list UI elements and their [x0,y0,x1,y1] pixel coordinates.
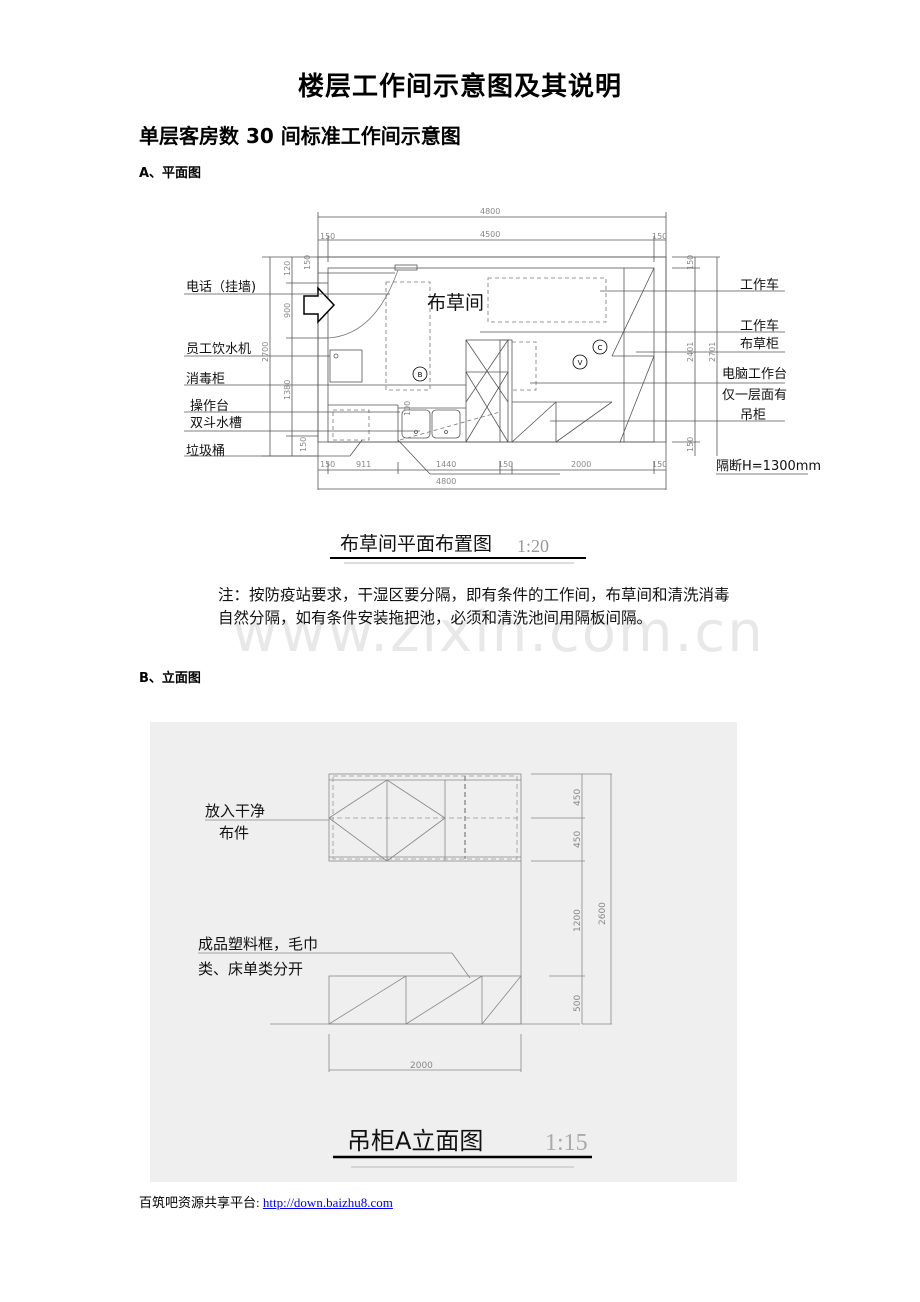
svg-text:900: 900 [283,303,292,318]
svg-text:150: 150 [320,460,335,469]
floor-plan-drawing: 布草间 B V C 120 150 900 2700 1380 150 100 [184,207,821,490]
svg-text:B: B [418,371,423,379]
svg-text:操作台: 操作台 [190,398,229,414]
page-title: 楼层工作间示意图及其说明 [297,72,622,102]
svg-text:电脑工作台: 电脑工作台 [722,367,787,382]
svg-text:1:20: 1:20 [517,536,549,556]
watermark: www.zixin.com.cn [232,600,765,665]
footer-link[interactable]: http://down.baizhu8.com [262,1195,393,1210]
svg-text:150: 150 [652,232,667,241]
svg-text:2000: 2000 [571,460,591,469]
svg-text:450: 450 [573,831,583,848]
svg-text:布件: 布件 [219,824,249,842]
svg-text:450: 450 [573,789,583,806]
svg-text:布草间平面布置图: 布草间平面布置图 [340,533,492,555]
svg-text:120: 120 [283,261,292,276]
svg-text:消毒柜: 消毒柜 [186,372,225,387]
footer-label: 百筑吧资源共享平台: [139,1195,260,1210]
svg-text:成品塑料框，毛巾: 成品塑料框，毛巾 [198,935,318,953]
svg-text:911: 911 [356,460,371,469]
svg-text:C: C [598,344,603,352]
note-paragraph: 注：按防疫站要求，干湿区要分隔，即有条件的工作间，布草间和清洗消毒自然分隔，如有… [218,586,730,627]
elevation-drawing: 450 450 1200 500 2600 2000 放入干净 布件 成品塑料框… [198,773,612,1168]
svg-text:2700: 2700 [261,342,270,362]
svg-text:1:15: 1:15 [545,1130,588,1156]
plan-caption: 布草间平面布置图 1:20 [330,533,586,564]
svg-text:1380: 1380 [283,380,292,400]
svg-text:员工饮水机: 员工饮水机 [186,342,251,357]
entry-arrow-icon [303,286,336,324]
svg-text:2000: 2000 [410,1061,433,1071]
svg-text:150: 150 [498,460,513,469]
svg-text:1200: 1200 [573,909,583,932]
svg-text:仅一层面有: 仅一层面有 [722,388,787,403]
section-a-heading: A、平面图 [139,166,202,181]
svg-text:2600: 2600 [598,902,608,925]
svg-text:工作车: 工作车 [740,277,779,293]
svg-text:4800: 4800 [436,477,456,486]
svg-text:隔断H=1300mm: 隔断H=1300mm [716,459,821,474]
svg-text:150: 150 [320,232,335,241]
svg-text:150: 150 [652,460,667,469]
svg-text:双斗水槽: 双斗水槽 [190,416,242,431]
footer: 百筑吧资源共享平台: http://down.baizhu8.com [139,1192,393,1211]
section-b-heading: B、立面图 [139,671,201,686]
svg-text:150: 150 [299,437,308,452]
svg-text:工作车: 工作车 [740,318,779,334]
svg-text:垃圾桶: 垃圾桶 [186,444,225,459]
svg-text:4500: 4500 [480,230,500,239]
svg-text:布草柜: 布草柜 [740,337,779,352]
svg-text:吊柜: 吊柜 [740,408,766,423]
svg-text:电话（挂墙): 电话（挂墙) [186,280,256,295]
svg-text:放入干净: 放入干净 [205,802,265,820]
elevation-panel [150,722,737,1182]
svg-text:布草间: 布草间 [427,292,484,314]
svg-text:类、床单类分开: 类、床单类分开 [198,960,303,978]
svg-text:吊柜A立面图: 吊柜A立面图 [347,1127,483,1155]
svg-text:150: 150 [303,255,312,270]
svg-text:1440: 1440 [436,460,456,469]
svg-text:V: V [578,359,583,367]
svg-text:150: 150 [686,437,695,452]
svg-text:4800: 4800 [480,207,500,216]
svg-text:150: 150 [686,255,695,270]
svg-text:500: 500 [573,995,583,1012]
svg-text:100: 100 [403,401,412,416]
section-subtitle: 单层客房数 30 间标准工作间示意图 [139,124,461,148]
